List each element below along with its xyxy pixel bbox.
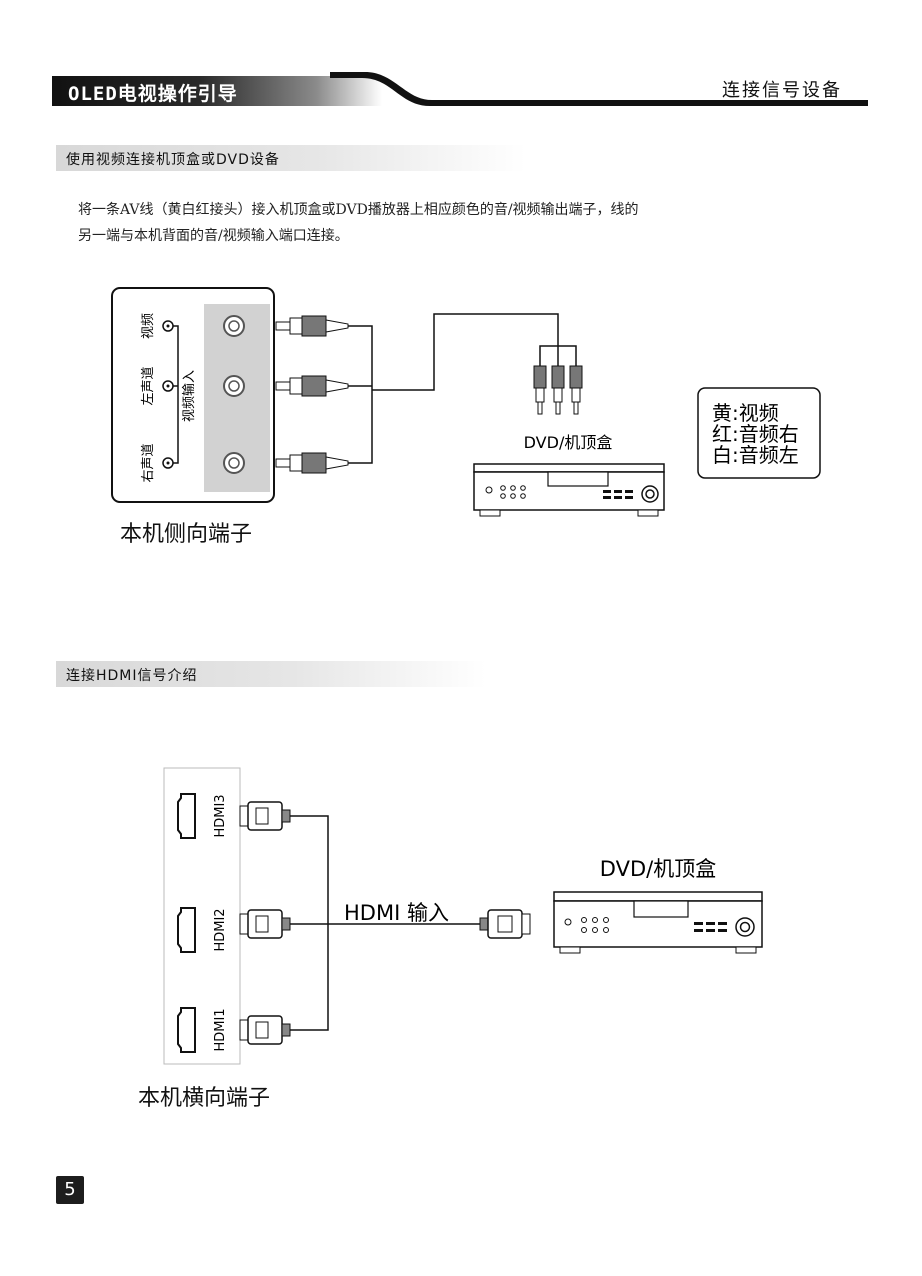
av-connection-diagram: 视频 左声道 右声道 视频输入 DVD/机顶盒 — [111, 287, 821, 517]
av-device-label: DVD/机顶盒 — [524, 433, 613, 452]
hdmi-plug-device — [479, 909, 531, 939]
hdmi-plug-1 — [239, 1015, 291, 1045]
hdmi-plug-2 — [239, 909, 291, 939]
rca-plugs-device — [533, 365, 583, 415]
hdmi-terminal-panel — [163, 767, 241, 1065]
label-left-channel: 左声道 — [141, 366, 156, 405]
hdmi-port-2 — [177, 907, 196, 953]
instruction-line-1: 将一条AV线（黄白红接头）接入机顶盒或DVD播放器上相应颜色的音/视频输出端子，… — [78, 202, 639, 218]
page-number: 5 — [56, 1176, 84, 1204]
section-heading: 连接信号设备 — [722, 80, 842, 101]
hdmi-input-label: HDMI 输入 — [344, 901, 449, 925]
section-title-hdmi: 连接HDMI信号介绍 — [66, 668, 198, 684]
instruction-line-2: 另一端与本机背面的音/视频输入端口连接。 — [78, 228, 349, 244]
rca-plug-right — [275, 452, 349, 474]
hdmi3-label: HDMI3 — [213, 794, 228, 837]
instruction-paragraph: 将一条AV线（黄白红接头）接入机顶盒或DVD播放器上相应颜色的音/视频输出端子，… — [78, 197, 838, 249]
jack-left — [223, 375, 245, 397]
side-terminal-caption: 本机侧向端子 — [120, 522, 253, 547]
header-banner — [52, 76, 382, 106]
hdmi1-label: HDMI1 — [213, 1008, 228, 1051]
hdmi-port-1 — [177, 1007, 196, 1053]
legend-white: 白:音频左 — [712, 443, 799, 467]
jack-right — [223, 452, 245, 474]
legend-yellow: 黄:视频 — [712, 401, 779, 425]
manual-title: OLED电视操作引导 — [68, 83, 238, 105]
hdmi-device-label: DVD/机顶盒 — [600, 857, 716, 881]
label-video: 视频 — [141, 313, 156, 339]
hdmi-plug-3 — [239, 801, 291, 831]
horizontal-terminal-caption: 本机横向端子 — [138, 1086, 271, 1111]
hdmi-port-3 — [177, 793, 196, 839]
rca-plug-left — [275, 375, 349, 397]
dvd-player-av — [473, 463, 665, 517]
rca-plug-video — [275, 315, 349, 337]
section-title-av: 使用视频连接机顶盒或DVD设备 — [66, 152, 280, 168]
label-av-input: 视频输入 — [181, 370, 197, 422]
header-rule — [330, 72, 868, 106]
section-bar-av — [56, 145, 526, 171]
section-bar-hdmi — [56, 661, 486, 687]
hdmi-connection-diagram: HDMI3 HDMI2 HDMI1 HDMI 输入 DVD/机顶盒 — [163, 767, 763, 1065]
legend-red: 红:音频右 — [712, 422, 799, 446]
dvd-player-hdmi — [553, 891, 763, 954]
hdmi2-label: HDMI2 — [213, 908, 228, 951]
label-right-channel: 右声道 — [141, 443, 156, 482]
jack-video — [223, 315, 245, 337]
color-legend — [697, 387, 821, 479]
